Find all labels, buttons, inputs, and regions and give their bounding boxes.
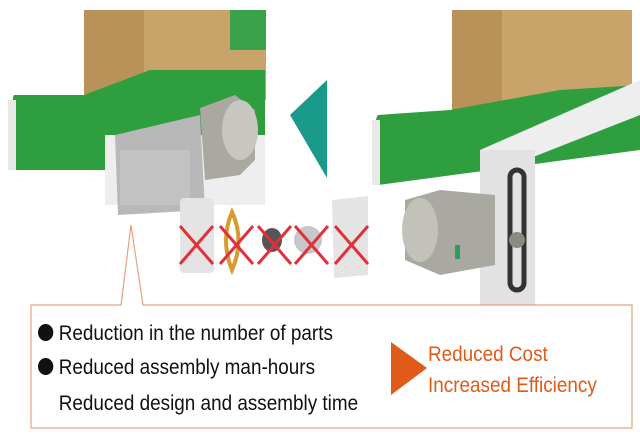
part-plate (332, 196, 368, 278)
cross-marks (178, 225, 370, 265)
result-efficiency: Increased Efficiency (428, 374, 597, 397)
benefit-item: Reduced design and assembly time (38, 392, 358, 416)
bullet-icon (38, 324, 54, 341)
eliminated-parts (178, 196, 370, 278)
callout-box (30, 224, 633, 429)
bullet-icon (38, 358, 54, 375)
benefit-text: Reduction in the number of parts (58, 322, 333, 345)
result-cost: Reduced Cost (428, 343, 548, 366)
orange-arrow-icon (391, 342, 427, 395)
teal-arrow-icon (290, 80, 327, 178)
benefit-text: Reduced assembly man-hours (58, 356, 316, 379)
benefit-item: Reduction in the number of parts (38, 322, 333, 346)
benefit-text: Reduced design and assembly time (58, 392, 359, 415)
timing-belt (507, 167, 527, 293)
left-conveyor-geared-motor (8, 10, 266, 215)
benefit-item: Reduced assembly man-hours (38, 356, 315, 380)
part-belt (224, 207, 241, 276)
part-cover (180, 198, 214, 273)
right-conveyor-belt-drive (372, 10, 640, 325)
